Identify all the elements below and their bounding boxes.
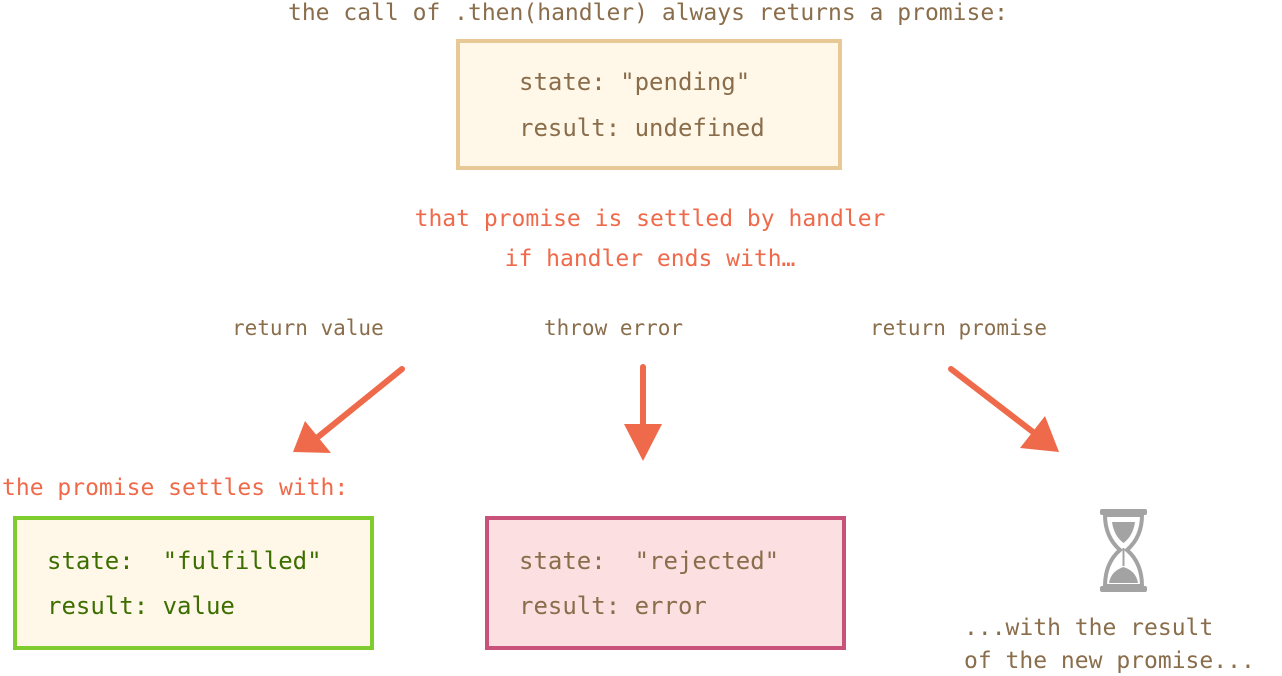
settles-with-label: the promise settles with: (2, 475, 349, 501)
case-return-value: return value (232, 316, 384, 340)
settle-note-line2: if handler ends with… (504, 246, 796, 272)
pending-promise-box: state: "pending" result: undefined (456, 39, 842, 170)
pending-state: state: "pending" (519, 68, 751, 96)
rejected-result: result: error (519, 592, 707, 620)
fulfilled-result: result: value (47, 592, 235, 620)
new-promise-note-line1: ...with the result (964, 615, 1214, 641)
fulfilled-promise-box: state: "fulfilled" result: value (13, 516, 374, 650)
fulfilled-state: state: "fulfilled" (47, 547, 322, 575)
hourglass-icon (1100, 509, 1147, 592)
arrow-icon (293, 366, 405, 453)
pending-result: result: undefined (519, 114, 765, 142)
settle-note-line1: that promise is settled by handler (414, 206, 886, 232)
diagram-heading: the call of .then(handler) always return… (287, 0, 1009, 26)
rejected-promise-box: state: "rejected" result: error (485, 516, 846, 650)
rejected-state: state: "rejected" (519, 547, 780, 575)
arrow-icon (624, 364, 662, 461)
case-return-promise: return promise (870, 316, 1048, 340)
arrow-icon (948, 366, 1059, 452)
new-promise-note-line2: of the new promise... (964, 648, 1255, 674)
case-throw-error: throw error (544, 316, 684, 340)
